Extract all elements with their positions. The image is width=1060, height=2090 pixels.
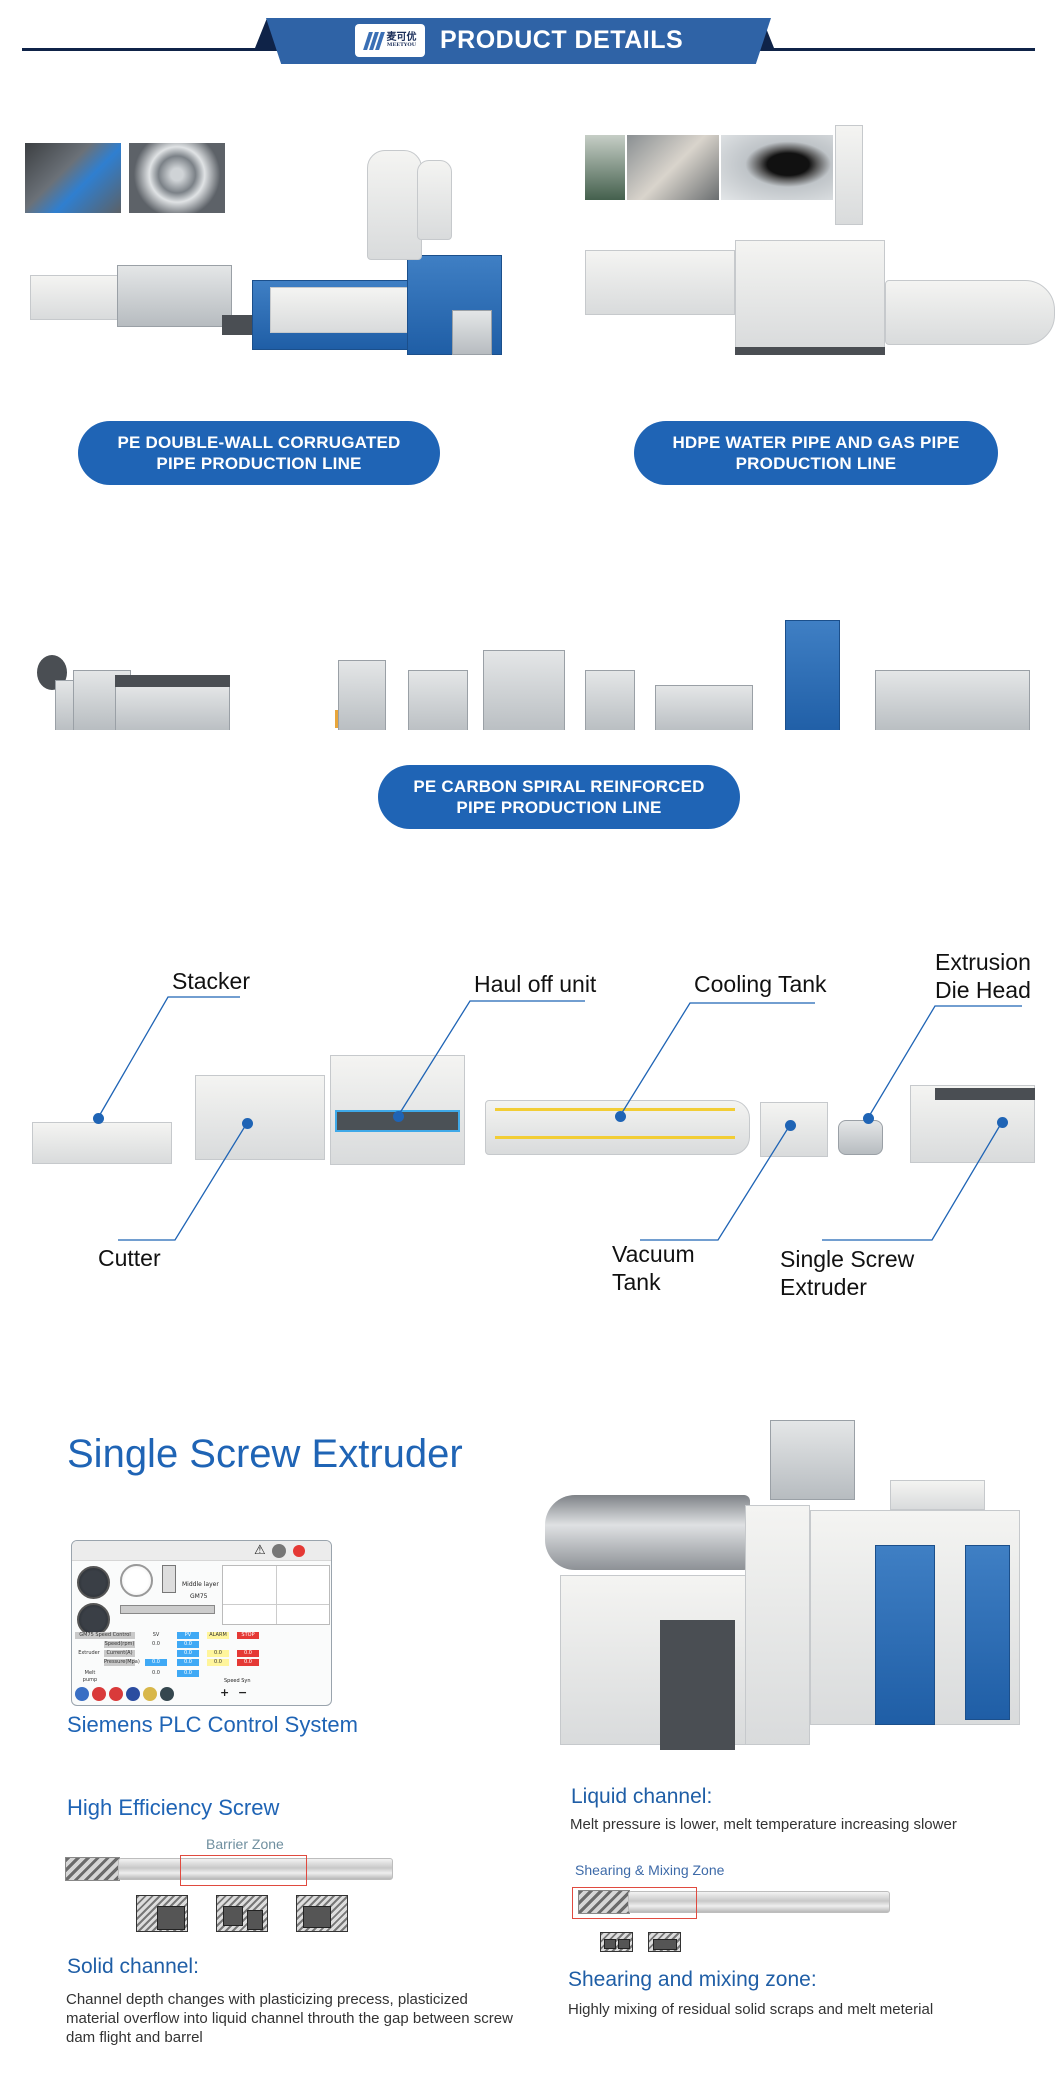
screw-flight <box>65 1857 120 1881</box>
plc-current: Current(A) <box>104 1650 135 1657</box>
mixing-section-1 <box>600 1932 633 1952</box>
plc-speed-rpm: Speed(rpm) <box>104 1641 135 1648</box>
die-head-machine <box>838 1120 883 1155</box>
callout-line-haul-off <box>397 1000 585 1117</box>
logo-chinese: 麦可优 <box>386 32 417 43</box>
plc-caption: Siemens PLC Control System <box>67 1712 358 1737</box>
callout-line-die-head <box>867 1005 1022 1119</box>
label-cooling-tank: Cooling Tank <box>694 971 827 997</box>
alarm-icon[interactable] <box>109 1687 123 1701</box>
factory-thumbnail <box>585 135 625 200</box>
plc-alarm: ALARM <box>207 1632 229 1639</box>
plc-trend-chart <box>222 1565 330 1625</box>
plc-pressure: Pressure(Mpa) <box>104 1659 140 1666</box>
label-vacuum-tank: Vacuum Tank <box>612 1241 695 1295</box>
plc-model: GM75 <box>190 1593 208 1600</box>
extruder-title: Single Screw Extruder <box>67 1432 463 1476</box>
shearing-zone-text: Highly mixing of residual solid scraps a… <box>568 2001 934 2018</box>
plc-speed-control: GM75 Speed Control <box>75 1632 135 1639</box>
unlock-icon <box>272 1544 286 1558</box>
label-stacker: Stacker <box>172 968 250 994</box>
pipe-interior-thumbnail <box>129 143 225 213</box>
plc-sv: SV <box>152 1632 160 1638</box>
plc-extruder: Extruder <box>78 1650 100 1656</box>
gauge-icon <box>77 1603 110 1636</box>
plc-stop[interactable]: STOP <box>237 1632 259 1639</box>
warning-icon: ⚠ <box>254 1543 266 1558</box>
extruder-diagram <box>120 1605 215 1614</box>
hopper-diagram <box>162 1565 176 1593</box>
label-cutter: Cutter <box>98 1245 161 1271</box>
mixing-section-2 <box>648 1932 681 1952</box>
barrier-zone-label: Barrier Zone <box>206 1836 284 1852</box>
pipe-sample-thumbnail <box>25 143 121 213</box>
marker-vacuum <box>785 1120 796 1131</box>
solid-channel-text: Channel depth changes with plasticizing … <box>66 1991 513 2046</box>
gauge-icon <box>77 1566 110 1599</box>
plc-melt-pump: Melt pump <box>82 1670 98 1683</box>
plc-plus-button[interactable]: + <box>220 1686 230 1699</box>
product-label-corrugated[interactable]: PE DOUBLE-WALL CORRUGATED PIPE PRODUCTIO… <box>78 421 440 485</box>
label-die-head: Extrusion Die Head <box>935 949 1031 1003</box>
production-line-photo <box>30 1050 1040 1170</box>
globe-icon[interactable] <box>160 1687 174 1701</box>
shearing-zone-box <box>572 1887 697 1919</box>
plc-minus-button[interactable]: − <box>238 1686 248 1699</box>
mixing-head <box>578 1890 630 1914</box>
marker-die-head <box>863 1113 874 1124</box>
marker-extruder <box>997 1117 1008 1128</box>
callout-line-stacker <box>97 996 240 1119</box>
cutter-machine <box>195 1075 325 1160</box>
wrench-icon[interactable] <box>143 1687 157 1701</box>
marker-cutter <box>242 1118 253 1129</box>
record-icon <box>293 1545 305 1557</box>
home-icon[interactable] <box>75 1687 89 1701</box>
label-single-screw-extruder: Single Screw Extruder <box>780 1246 915 1300</box>
gauge-icon <box>120 1564 153 1597</box>
liquid-channel-text: Melt pressure is lower, melt temperature… <box>570 1816 957 1833</box>
plc-middle-layer: Middle layer <box>182 1581 219 1588</box>
carbon-spiral-pipe-line-photo <box>15 560 1045 730</box>
screw-shaft <box>118 1858 393 1880</box>
marker-cooling <box>615 1111 626 1122</box>
callout-line-cutter <box>118 1122 248 1241</box>
meetyou-logo-icon: 麦可优 MEETYOU <box>355 24 425 57</box>
screw-section-2 <box>216 1895 268 1932</box>
callout-lines <box>97 996 1022 1241</box>
workshop-thumbnail <box>627 135 719 200</box>
stacker-machine <box>32 1122 172 1164</box>
single-screw-extruder-photo <box>545 1395 1025 1765</box>
screw-title: High Efficiency Screw <box>67 1795 280 1820</box>
logo-english: MEETYOU <box>386 42 417 48</box>
header-banner <box>266 18 771 64</box>
vacuum-tank-machine <box>760 1102 828 1157</box>
solid-channel-title: Solid channel: <box>67 1955 199 1978</box>
plc-screen-image: ⚠ Middle layer GM75 GM75 Speed Control S… <box>71 1540 332 1706</box>
liquid-channel-title: Liquid channel: <box>571 1785 713 1808</box>
large-pipe-thumbnail <box>721 135 833 200</box>
hdpe-pipe-line-photo <box>585 125 1055 365</box>
screw-section-3 <box>296 1895 348 1932</box>
marker-haul-off <box>393 1111 404 1122</box>
plc-speed-sync: Speed Syn <box>224 1678 251 1684</box>
plc-pv: PV <box>177 1632 199 1639</box>
page-title: PRODUCT DETAILS <box>440 26 684 54</box>
menu-icon[interactable] <box>126 1687 140 1701</box>
corrugated-pipe-line-photo <box>22 125 512 365</box>
barrier-zone-box <box>180 1855 307 1886</box>
product-label-carbon-spiral[interactable]: PE CARBON SPIRAL REINFORCED PIPE PRODUCT… <box>378 765 740 829</box>
label-haul-off: Haul off unit <box>474 971 597 997</box>
callout-line-vacuum <box>640 1124 791 1241</box>
alarm-icon[interactable] <box>92 1687 106 1701</box>
marker-stacker <box>93 1113 104 1124</box>
shearing-zone-label: Shearing & Mixing Zone <box>575 1862 725 1878</box>
product-label-hdpe[interactable]: HDPE WATER PIPE AND GAS PIPE PRODUCTION … <box>634 421 998 485</box>
shearing-zone-title: Shearing and mixing zone: <box>568 1968 817 1991</box>
callout-line-extruder <box>822 1121 1003 1241</box>
screw-shaft-right <box>628 1891 890 1913</box>
screw-section-1 <box>136 1895 188 1932</box>
callout-line-cooling <box>619 1002 815 1117</box>
